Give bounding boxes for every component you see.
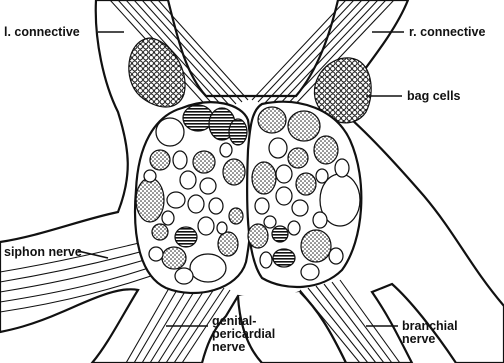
label-r-connective: r. connective — [409, 25, 485, 39]
label-genital-pericardial-line1: genital- — [212, 314, 256, 328]
label-siphon-nerve: siphon nerve — [4, 245, 82, 259]
label-branchial-line1: branchial — [402, 319, 458, 333]
label-genital-pericardial-line3: nerve — [212, 340, 245, 354]
label-branchial-line2: nerve — [402, 332, 435, 346]
label-l-connective: l. connective — [4, 25, 80, 39]
label-bag-cells: bag cells — [407, 89, 461, 103]
label-genital-pericardial-line2: pericardial — [212, 327, 275, 341]
